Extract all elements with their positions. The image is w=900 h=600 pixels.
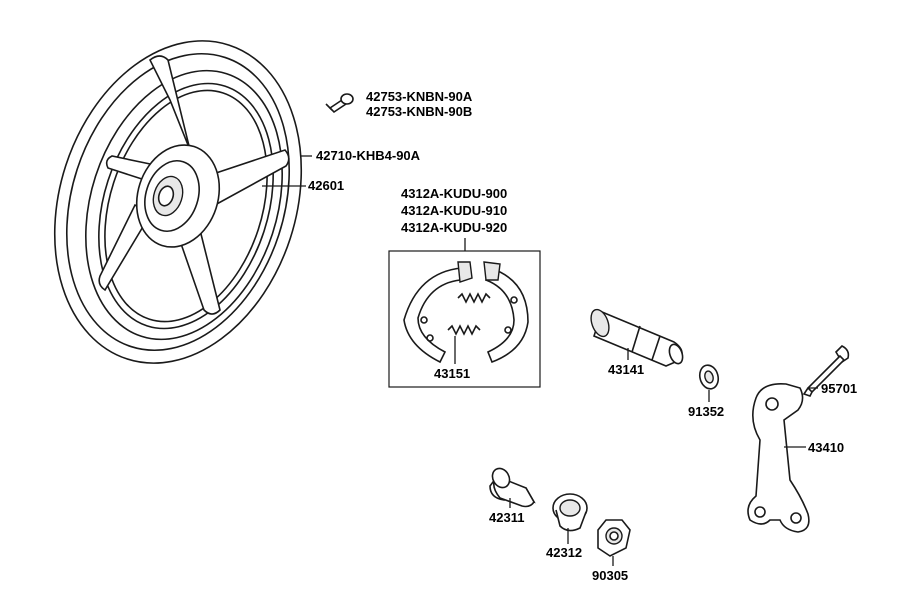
label-bolt: 95701 — [821, 381, 858, 396]
nut — [597, 519, 631, 557]
brake-shoe-left — [403, 261, 473, 364]
label-arm: 43410 — [808, 440, 845, 455]
brake-arm — [747, 382, 810, 533]
label-nut: 90305 — [592, 568, 629, 583]
bushing — [552, 493, 588, 532]
label-shoe-900: 4312A-KUDU-900 — [401, 186, 508, 201]
brake-cam — [590, 308, 684, 367]
label-cam: 43141 — [608, 362, 645, 377]
bolt — [802, 345, 850, 397]
label-washer: 91352 — [688, 404, 725, 419]
label-collar: 42311 — [489, 510, 525, 525]
label-bushing: 42312 — [546, 545, 583, 560]
brake-spring — [447, 292, 491, 336]
label-spring: 43151 — [434, 366, 471, 381]
collar — [489, 467, 536, 508]
label-wheel: 42601 — [308, 178, 345, 193]
valve-icon — [325, 93, 354, 114]
label-valve-b: 42753-KNBN-90B — [366, 104, 473, 119]
label-tire: 42710-KHB4-90A — [316, 148, 421, 163]
brake-shoe-right — [483, 261, 529, 364]
washer — [698, 364, 720, 390]
label-valve-a: 42753-KNBN-90A — [366, 89, 473, 104]
label-shoe-920: 4312A-KUDU-920 — [401, 220, 508, 235]
wheel-rim — [98, 55, 290, 330]
label-shoe-910: 4312A-KUDU-910 — [401, 203, 508, 218]
